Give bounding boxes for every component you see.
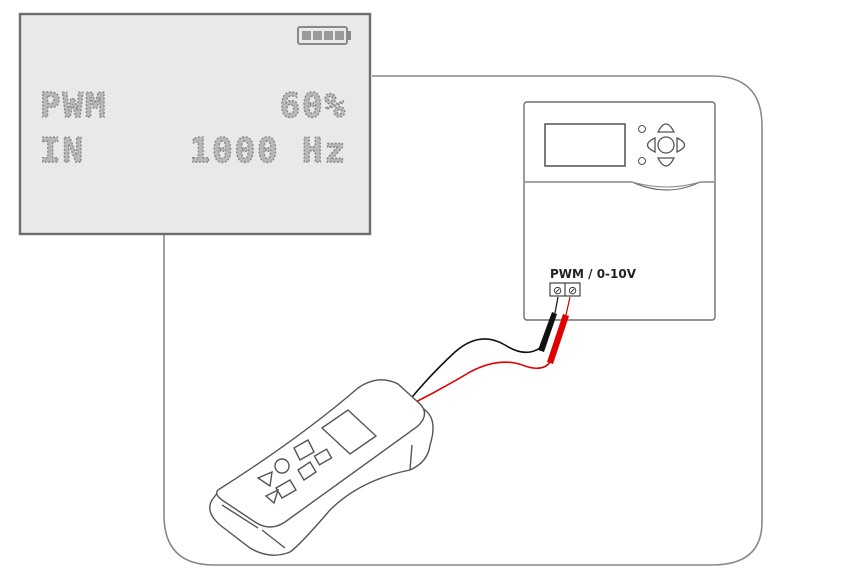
lcd-screen bbox=[18, 12, 372, 236]
center-button-icon bbox=[657, 136, 675, 154]
meter-button-1 bbox=[293, 439, 315, 461]
left-arrow-icon bbox=[646, 136, 656, 154]
meter-button-6 bbox=[264, 488, 280, 505]
terminal-screw-right: ⊘ bbox=[568, 284, 577, 297]
right-arrow-icon bbox=[676, 136, 686, 154]
lcd-row1-label: PWM bbox=[40, 86, 107, 126]
small-button-top bbox=[637, 124, 647, 134]
meter-button-2 bbox=[313, 448, 333, 466]
red-probe-tip bbox=[547, 314, 569, 364]
meter-screen bbox=[320, 409, 378, 455]
black-probe-wire bbox=[407, 338, 541, 403]
lcd-zoom-panel: PWM 60% IN 1000 Hz bbox=[18, 12, 372, 236]
scene-frame bbox=[163, 75, 763, 566]
red-probe-wire bbox=[407, 361, 551, 407]
terminal-label: PWM / 0-10V bbox=[550, 267, 637, 281]
solar-controller: PWM / 0-10V ⊘ ⊘ bbox=[523, 101, 716, 321]
lcd-row1-value: 60% bbox=[280, 86, 347, 126]
lcd-row2-value: 1000 Hz bbox=[190, 131, 347, 171]
down-arrow-icon bbox=[656, 157, 676, 167]
controller-display bbox=[544, 123, 626, 167]
terminal-screw-left: ⊘ bbox=[553, 284, 562, 297]
meter-button-3 bbox=[297, 461, 317, 481]
handheld-meter bbox=[209, 379, 434, 556]
meter-button-center bbox=[274, 458, 290, 474]
black-probe-tip bbox=[538, 312, 557, 352]
meter-button-4 bbox=[256, 470, 273, 488]
meter-button-5 bbox=[275, 479, 297, 499]
lcd-row2-label: IN bbox=[40, 131, 85, 171]
battery-full-icon bbox=[297, 26, 351, 45]
up-arrow-icon bbox=[656, 123, 676, 133]
small-button-bottom bbox=[637, 156, 647, 166]
